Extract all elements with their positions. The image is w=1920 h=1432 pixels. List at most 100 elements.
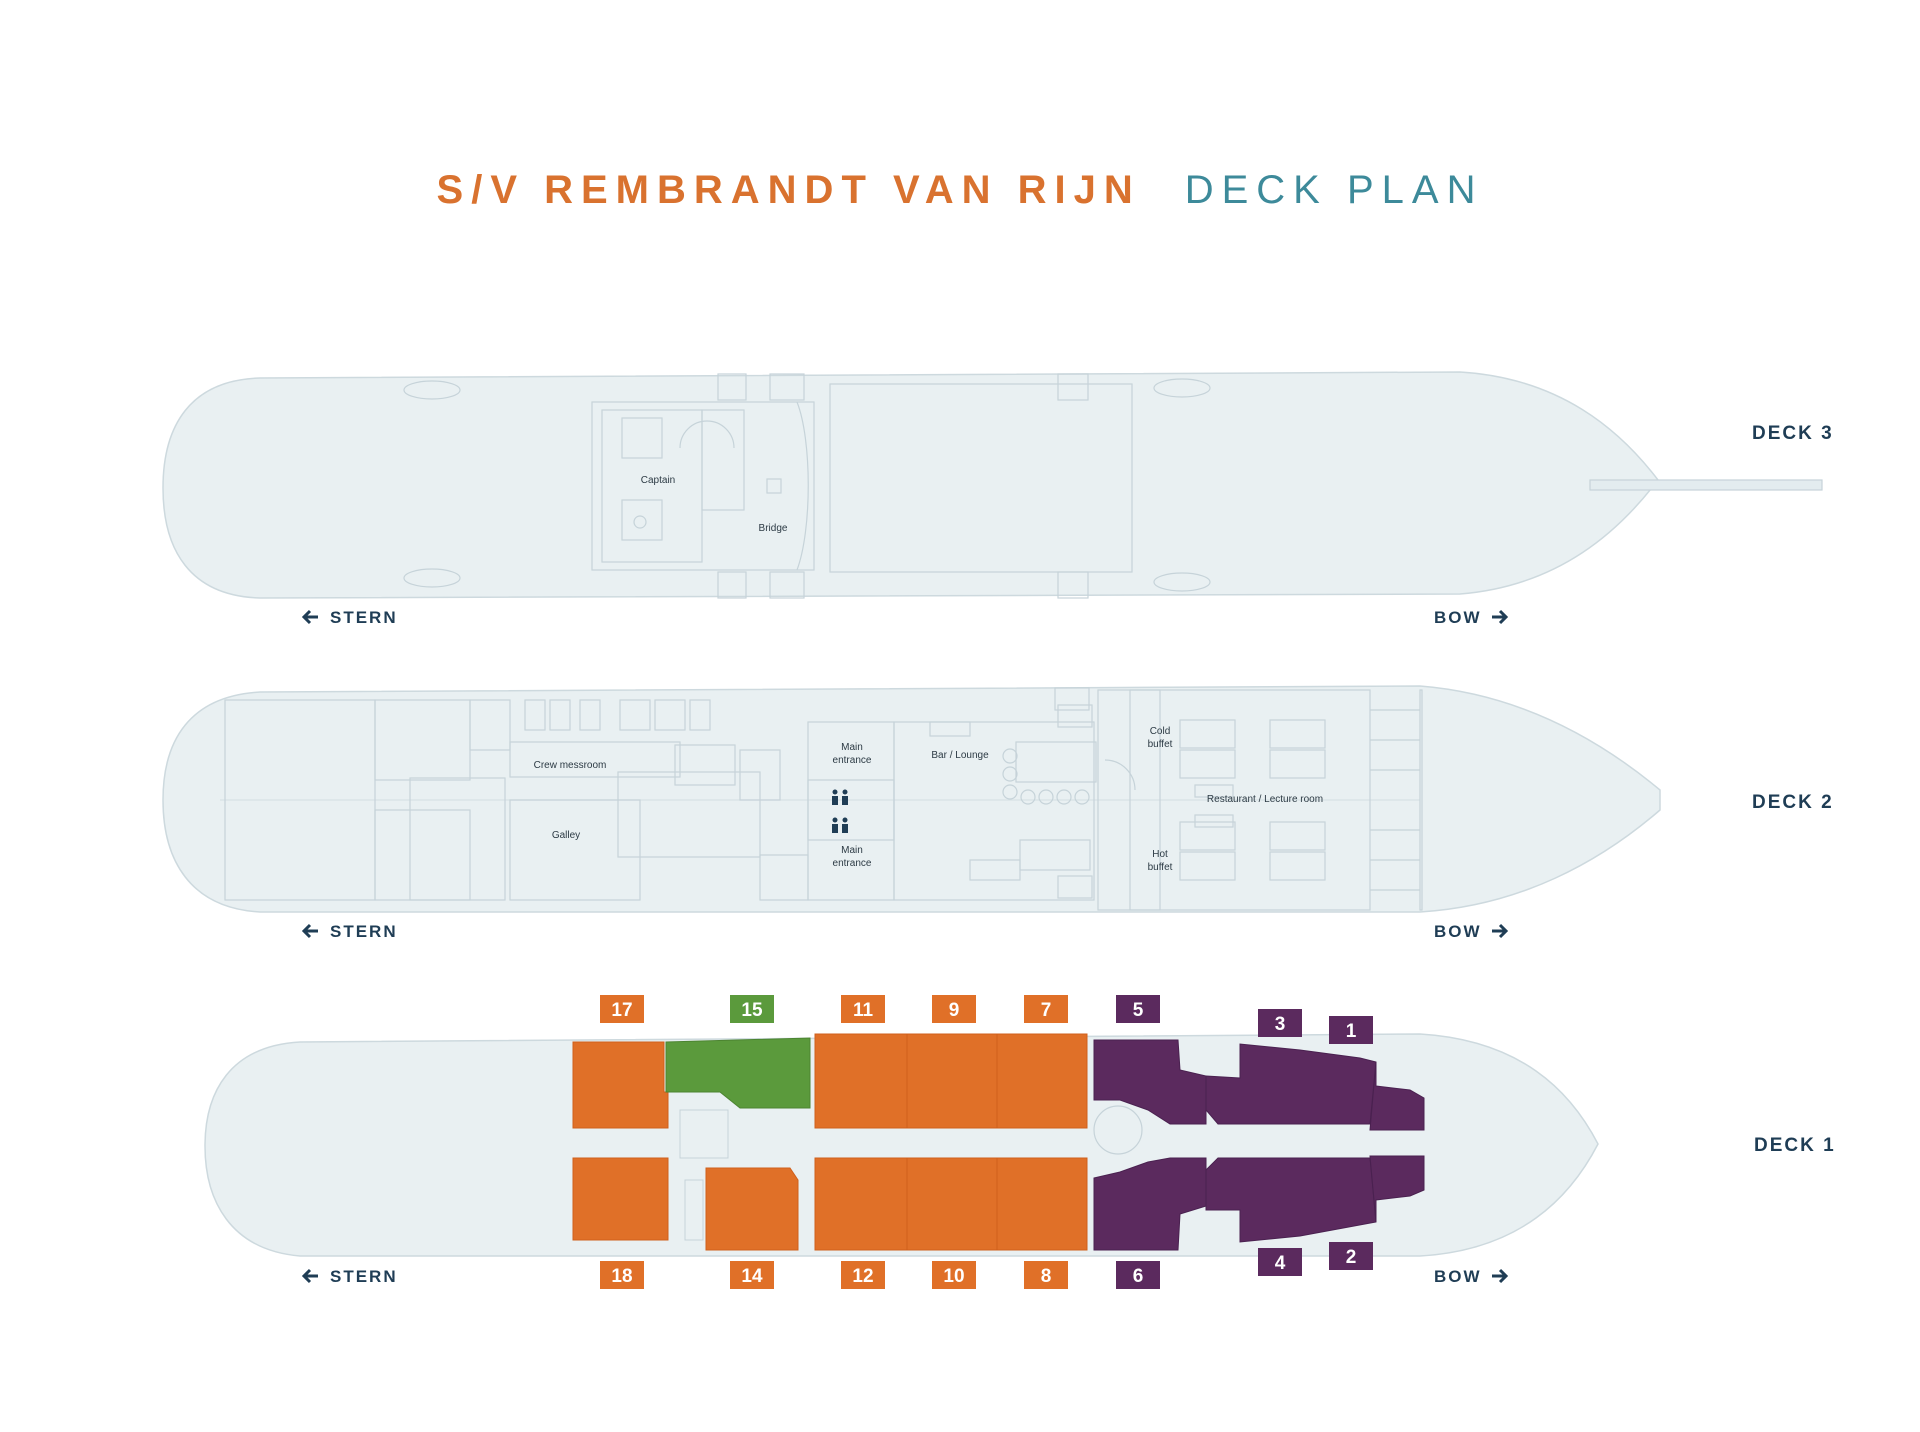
- cabin-number-18: 18: [611, 1266, 632, 1287]
- main-entrance-bottom-label-2: entrance: [833, 858, 872, 869]
- arrow-right-icon: [1492, 923, 1509, 939]
- page-title: S/V REMBRANDT VAN RIJN DECK PLAN: [0, 170, 1920, 210]
- cabin-7: [996, 1033, 1088, 1129]
- cabin-blocks: [572, 1033, 1088, 1251]
- stairwell: [679, 1109, 729, 1159]
- deck-plan-subtitle: DECK PLAN: [1184, 168, 1484, 212]
- cabin-17: [572, 1041, 669, 1129]
- arrow-right-icon: [1492, 1268, 1509, 1284]
- cabin-number-5: 5: [1133, 1000, 1144, 1021]
- deck-2-label: DECK 2: [1752, 792, 1834, 813]
- hot-buffet-label-2: buffet: [1148, 862, 1173, 873]
- arrow-left-icon: [301, 609, 318, 625]
- cabin-number-7: 7: [1041, 1000, 1052, 1021]
- deckhouse: [591, 401, 815, 571]
- restroom-icon: [832, 817, 848, 833]
- cabin-badge-18: [600, 1261, 644, 1289]
- deck-3-stern-nav: STERN: [301, 608, 396, 627]
- cold-buffet-label-1: Cold: [1150, 726, 1171, 737]
- bowsprit: [1589, 479, 1823, 491]
- cabin-badge-15: [730, 995, 774, 1023]
- cabin-number-6: 6: [1133, 1266, 1144, 1287]
- lifeboat: [403, 568, 461, 588]
- service-room: [684, 1179, 704, 1241]
- binnacle: [766, 478, 782, 494]
- captain-desk: [621, 417, 663, 459]
- cabin-8: [996, 1157, 1088, 1251]
- cabin-18: [572, 1157, 669, 1241]
- cabin-14: [705, 1167, 799, 1251]
- crew-messroom-label: Crew messroom: [534, 760, 607, 771]
- cabin-badge-9: [932, 995, 976, 1023]
- galley-label: Galley: [552, 830, 580, 841]
- cabin-number-10: 10: [943, 1266, 964, 1287]
- hot-buffet-label-1: Hot: [1152, 849, 1168, 860]
- bridge-label: Bridge: [759, 523, 788, 534]
- cabin-3: [1205, 1043, 1377, 1125]
- cabin-number-3: 3: [1275, 1014, 1286, 1035]
- cabin-number-17: 17: [611, 1000, 632, 1021]
- hatch-cover: [829, 383, 1133, 573]
- cabin-15: [665, 1037, 811, 1109]
- restaurant-label: Restaurant / Lecture room: [1207, 794, 1323, 805]
- cabin-badge-11: [841, 995, 885, 1023]
- stern-label: STERN: [330, 1267, 398, 1286]
- cabin-number-11: 11: [853, 1000, 874, 1021]
- lifeboat: [1153, 572, 1211, 592]
- deck-3-plan: Captain Bridge DECK 3: [162, 371, 1834, 599]
- cabin-number-9: 9: [949, 1000, 960, 1021]
- cabin-badge-12: [841, 1261, 885, 1289]
- deck-2-stern-nav: STERN: [301, 922, 398, 941]
- restroom-icon: [832, 789, 848, 805]
- ladder: [717, 373, 1089, 599]
- cabin-10: [906, 1157, 998, 1251]
- cabin-9: [906, 1033, 998, 1129]
- ship-name: S/V REMBRANDT VAN RIJN: [436, 168, 1141, 212]
- cabin-2: [1369, 1155, 1425, 1223]
- cabin-1: [1369, 1061, 1425, 1131]
- deck-3-hull: [162, 371, 1659, 599]
- deck-3-bow-nav: BOW: [1434, 608, 1509, 627]
- deck-3-label: DECK 3: [1752, 423, 1834, 444]
- cabin-badge-14: [730, 1261, 774, 1289]
- arrow-right-icon: [1492, 609, 1509, 625]
- arrow-left-icon: [301, 923, 318, 939]
- bow-label: BOW: [1434, 1267, 1482, 1286]
- cabin-5: [1093, 1039, 1207, 1125]
- cabin-number-8: 8: [1041, 1266, 1052, 1287]
- spiral-stair: [1093, 1105, 1143, 1155]
- deck-2-interior-walls: [220, 687, 1423, 911]
- bridge-front: [796, 401, 809, 571]
- spiral-stair: [679, 420, 735, 449]
- deck-2-plan: Crew messroom Galley Main entrance Main …: [162, 685, 1834, 913]
- captain-label: Captain: [641, 475, 675, 486]
- captain-washroom: [621, 499, 663, 541]
- cabin-badge-1: [1329, 1016, 1373, 1044]
- deck-2-hull: [162, 685, 1661, 913]
- cabin-badge-4: [1258, 1248, 1302, 1276]
- cabin-12: [814, 1157, 908, 1251]
- cabin-badge-2: [1329, 1242, 1373, 1270]
- deck-1-label: DECK 1: [1754, 1135, 1836, 1156]
- washbasin: [633, 515, 647, 529]
- cabin-11: [814, 1033, 908, 1129]
- cabin-badge-17: [600, 995, 644, 1023]
- stern-label: STERN: [330, 922, 398, 941]
- cold-buffet-label-2: buffet: [1148, 739, 1173, 750]
- cabin-number-4: 4: [1275, 1253, 1286, 1274]
- cabin-number-14: 14: [741, 1266, 763, 1287]
- purple-cabins: [1093, 1039, 1425, 1251]
- cabin-badge-10: [932, 1261, 976, 1289]
- cabin-badge-5: [1116, 995, 1160, 1023]
- cabin-number-2: 2: [1346, 1247, 1357, 1268]
- lifeboat: [403, 380, 461, 400]
- main-entrance-top-label-2: entrance: [833, 755, 872, 766]
- cabin-number-15: 15: [741, 1000, 763, 1021]
- cabin-badge-7: [1024, 995, 1068, 1023]
- bar-lounge-label: Bar / Lounge: [931, 750, 989, 761]
- deck-1-bow-nav: BOW: [1434, 1267, 1509, 1286]
- main-entrance-bottom-label-1: Main: [841, 845, 863, 856]
